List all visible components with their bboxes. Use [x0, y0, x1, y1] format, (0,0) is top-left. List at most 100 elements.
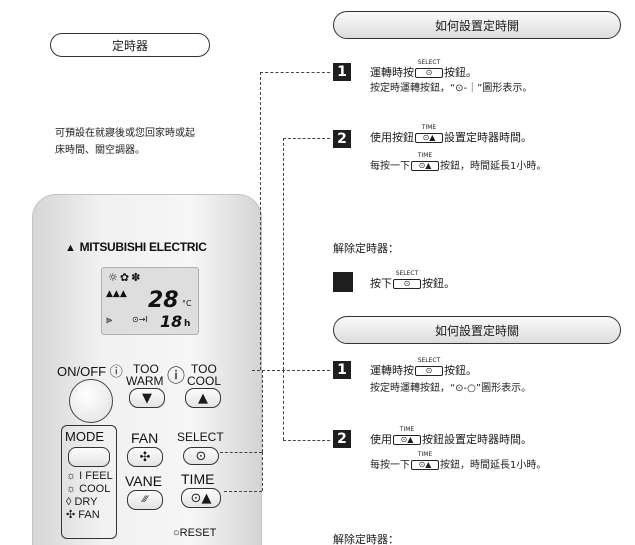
clock-icon: ⊙ — [403, 279, 411, 288]
on-step1-badge: 1 — [333, 63, 351, 81]
mode-panel: MODE ☼ I FEEL ☼ COOL ◊ DRY ✣ FAN — [61, 425, 117, 539]
brand-logo: ▲MITSUBISHI ELECTRIC — [65, 240, 207, 254]
connector-select-button — [220, 452, 262, 453]
select-label: SELECT — [177, 430, 224, 444]
timer-section-pill: 定時器 — [50, 33, 210, 57]
lcd-timer-value: 18 — [160, 312, 183, 331]
lcd-temperature: 28 — [148, 288, 179, 313]
on-step2-prefix: 使用按鈕 — [370, 131, 414, 144]
clock-up-icon: ⊙▲ — [400, 435, 414, 444]
vane-button[interactable]: ⁄⁄⁄ — [127, 490, 163, 510]
too-cool-label-top: TOO — [191, 362, 217, 376]
on-cancel-prefix: 按下 — [370, 277, 392, 290]
on-step2-sub-suffix: 按鈕，時間延長1小時。 — [440, 161, 547, 172]
time-key-icon: TIME ⊙▲ — [411, 452, 439, 470]
mode-button[interactable] — [68, 447, 110, 467]
fan-button[interactable]: ✣ — [127, 447, 163, 467]
onoff-label: ON/OFF ⓘ — [57, 364, 123, 379]
mode-label: MODE — [65, 429, 104, 444]
vane-icon: ⁄⁄⁄ — [142, 495, 148, 505]
time-key-cap: TIME — [399, 426, 415, 433]
mode-item-fan: ✣ FAN — [66, 509, 100, 521]
time-key-icon: TIME ⊙▲ — [411, 153, 439, 171]
temp-down-button[interactable]: ▼ — [129, 388, 165, 408]
temp-up-button[interactable]: ▲ — [185, 388, 221, 408]
vane-label: VANE — [125, 473, 163, 489]
select-key-cap: SELECT — [417, 357, 441, 364]
time-key-cap: TIME — [417, 152, 433, 159]
clock-up-icon: ⊙▲ — [418, 460, 432, 469]
select-key-icon: SELECT ⊙ — [415, 358, 443, 376]
off-step2-sub-suffix: 按鈕，時間延長1小時。 — [440, 460, 547, 471]
time-key-cap: TIME — [421, 124, 437, 131]
mitsubishi-logo-icon: ▲ — [65, 242, 76, 254]
fan-label: FAN — [131, 430, 159, 446]
mode-item-ifeel: ☼ I FEEL — [66, 470, 113, 482]
select-clock-icon: ⊙ — [195, 448, 207, 464]
intro-text-line2: 床時間、關空調器。 — [55, 145, 145, 156]
clock-icon: ⊙ — [425, 366, 433, 375]
lcd-mode-icons: ☼✿✽ — [108, 271, 143, 284]
off-step1-subtext: 按定時運轉按鈕，“⊙-○”圖形表示。 — [370, 383, 532, 394]
off-step1-suffix: 按鈕。 — [444, 364, 477, 377]
lcd-airflow-icon: ⫸ — [106, 313, 113, 326]
down-arrow-icon: ▼ — [142, 390, 152, 406]
time-label: TIME — [181, 471, 215, 487]
off-step1-badge: 1 — [333, 361, 351, 379]
select-key-cap: SELECT — [395, 270, 419, 277]
clock-icon: ⊙ — [425, 68, 433, 77]
on-timer-header-text: 如何設置定時開 — [434, 18, 519, 33]
mode-item-dry: ◊ DRY — [66, 496, 98, 508]
select-key-icon: SELECT ⊙ — [393, 271, 421, 289]
select-key-icon: SELECT⊙ — [415, 60, 443, 78]
fan-icon: ✣ — [139, 449, 151, 465]
onoff-button[interactable] — [69, 379, 113, 423]
reset-button[interactable]: ○RESET — [173, 527, 217, 539]
time-button[interactable]: ⊙▲ — [181, 488, 221, 508]
off-timer-header-text: 如何設置定時關 — [434, 323, 519, 338]
time-key-icon: TIME⊙▲ — [415, 125, 443, 143]
off-step2-badge: 2 — [333, 430, 351, 448]
on-timer-header: 如何設置定時開 — [333, 11, 621, 39]
time-up-icon: ⊙▲ — [190, 490, 212, 506]
remote-control-illustration: ▲MITSUBISHI ELECTRIC ☼✿✽ ▲▲▲ 28 °C ⊙→I 1… — [32, 194, 262, 545]
on-step1-prefix: 運轉時按 — [370, 66, 414, 79]
off-step1-prefix: 運轉時按 — [370, 364, 414, 377]
on-cancel-title: 解除定時器： — [333, 242, 399, 255]
intro-text-line1: 可預設在就寢後或您回家時或起 — [55, 128, 195, 139]
off-timer-header: 如何設置定時關 — [333, 316, 621, 344]
lcd-timer-icons: ⊙→I — [132, 315, 148, 324]
on-step1-suffix: 按鈕。 — [444, 66, 477, 79]
select-button[interactable]: ⊙ — [183, 447, 219, 465]
off-step2-sub-prefix: 每按一下 — [370, 460, 410, 471]
off-cancel-title: 解除定時器： — [333, 533, 399, 545]
clock-up-icon: ⊙▲ — [418, 161, 432, 170]
thermometer-icon: ⓘ — [167, 366, 185, 386]
off-step2-suffix: 按鈕設置定時器時間。 — [422, 433, 532, 446]
up-arrow-icon: ▲ — [198, 390, 208, 406]
mode-item-cool: ☼ COOL — [66, 483, 111, 495]
connector-off-step2 — [283, 440, 330, 441]
time-key-cap: TIME — [417, 451, 433, 458]
connector-on-step2 — [283, 138, 330, 139]
connector-off-vertical — [283, 370, 284, 440]
lcd-temperature-unit: °C — [182, 299, 192, 308]
on-cancel-suffix: 按鈕。 — [422, 277, 455, 290]
timer-section-title: 定時器 — [111, 38, 148, 53]
too-cool-label-bottom: COOL — [187, 374, 222, 388]
connector-time-button — [224, 491, 262, 492]
on-step1-subtext: 按定時運轉按鈕，“⊙-｜”圖形表示。 — [370, 83, 533, 94]
connector-on-step1 — [260, 72, 330, 73]
on-step2-badge: 2 — [333, 130, 351, 148]
on-cancel-badge — [333, 272, 353, 292]
lcd-display: ☼✿✽ ▲▲▲ 28 °C ⊙→I 18 h ⫸ — [101, 267, 199, 335]
time-key-icon: TIME ⊙▲ — [393, 427, 421, 445]
connector-time-vertical — [262, 452, 263, 491]
off-step2-subtext: 每按一下 TIME ⊙▲ 按鈕，時間延長1小時。 — [370, 452, 547, 471]
